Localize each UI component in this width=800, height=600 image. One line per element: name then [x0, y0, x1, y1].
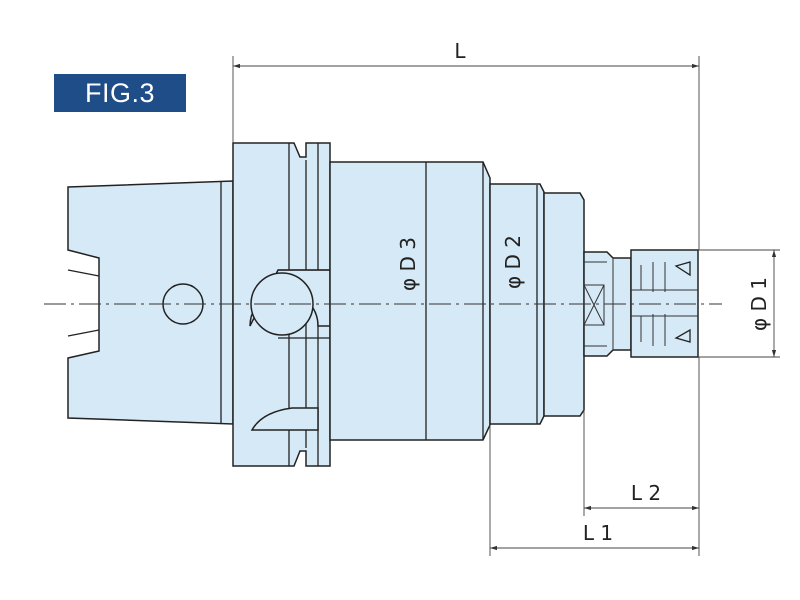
dim-label-l1: L 1: [583, 521, 613, 545]
taper-shank: [67, 180, 234, 425]
dim-label-d1: φ D 1: [747, 277, 771, 331]
dim-label-d2: φ D 2: [501, 235, 525, 289]
figure-label: FIG.3: [54, 74, 186, 112]
dim-label-l: L: [454, 39, 466, 63]
body-d3: [329, 161, 491, 441]
dim-label-l2: L 2: [631, 481, 661, 505]
dim-label-d3: φ D 3: [396, 237, 420, 291]
